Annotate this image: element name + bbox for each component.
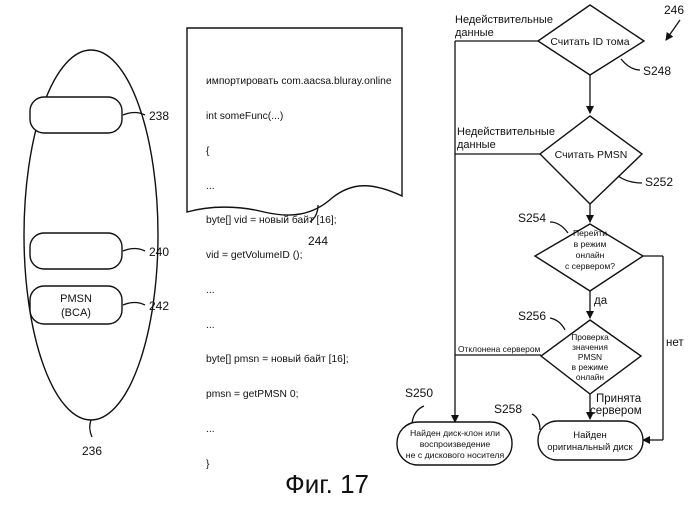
go-online-line4: с сервером? [565, 261, 615, 271]
clone-found-line3: не с дискового носителя [406, 450, 505, 460]
ref-240: 240 [149, 245, 169, 259]
check-pmsn-line1: Проверка [571, 332, 609, 342]
leader-s252 [618, 176, 642, 183]
code-line: } [206, 459, 396, 471]
pmsn-box-line1: PMSN [60, 293, 92, 305]
code-line: { [206, 146, 396, 158]
code-line: ... [206, 181, 396, 193]
code-line: vid = getVolumeID (); [206, 250, 396, 262]
code-line: ... [206, 320, 396, 332]
invalid-2-line1: Недействительные [457, 126, 555, 138]
check-pmsn-line5: онлайн [576, 372, 605, 382]
leader-236 [90, 420, 92, 437]
ref-238: 238 [149, 109, 169, 123]
code-line: ... [206, 424, 396, 436]
ref-s250: S250 [405, 386, 433, 400]
check-pmsn-line4: в режиме [572, 362, 609, 372]
code-listing: импортировать com.aacsa.bluray.online in… [206, 53, 396, 482]
original-found-line2: оригинальный диск [547, 442, 633, 453]
ref-246: 246 [664, 3, 684, 17]
clone-found-line2: воспроизведение [420, 439, 491, 449]
label-no: нет [666, 337, 684, 349]
code-line: int someFunc(...) [206, 111, 396, 123]
ref-s256: S256 [518, 309, 546, 323]
leader-s250 [412, 406, 424, 423]
arrow-246 [666, 20, 680, 40]
invalid-1-line1: Недействительные [455, 14, 553, 26]
ref-s254: S254 [518, 211, 546, 225]
read-pmsn-label: Считать PMSN [555, 149, 628, 161]
clone-found-line1: Найден диск-клон или [410, 428, 500, 438]
invalid-1-line2: данные [455, 27, 494, 39]
code-line: byte[] pmsn = новый байт [16]; [206, 354, 396, 366]
ref-s248: S248 [643, 64, 671, 78]
leader-s258 [532, 414, 540, 430]
disc-box-top [30, 97, 122, 133]
label-yes: да [594, 295, 608, 307]
original-found-line1: Найден [573, 430, 607, 441]
leader-s248 [621, 59, 640, 70]
label-accepted-line1: Принята [596, 393, 642, 405]
invalid-2-line2: данные [457, 139, 496, 151]
go-online-line3: онлайн [576, 250, 605, 260]
code-line: ... [206, 285, 396, 297]
ref-s258: S258 [494, 402, 522, 416]
label-rejected: Отклонена сервером [458, 344, 540, 354]
check-pmsn-line3: PMSN [578, 352, 602, 362]
code-line: byte[] vid = новый байт [16]; [206, 215, 396, 227]
go-online-line2: в режим [574, 239, 607, 249]
ref-236: 236 [82, 444, 102, 458]
go-online-line1: Перейти [573, 228, 607, 238]
label-accepted-line2: сервером [590, 405, 642, 417]
check-pmsn-line2: значения [572, 342, 608, 352]
code-line: pmsn = getPMSN 0; [206, 389, 396, 401]
disc-box-middle [30, 233, 122, 269]
ref-242: 242 [149, 299, 169, 313]
ref-s252: S252 [645, 175, 673, 189]
read-volume-id-label: Считать ID тома [550, 36, 629, 48]
leader-s254 [550, 222, 568, 233]
leader-s256 [550, 318, 565, 330]
pmsn-box-line2: (BCA) [61, 307, 91, 319]
code-line: импортировать com.aacsa.bluray.online [206, 76, 396, 88]
